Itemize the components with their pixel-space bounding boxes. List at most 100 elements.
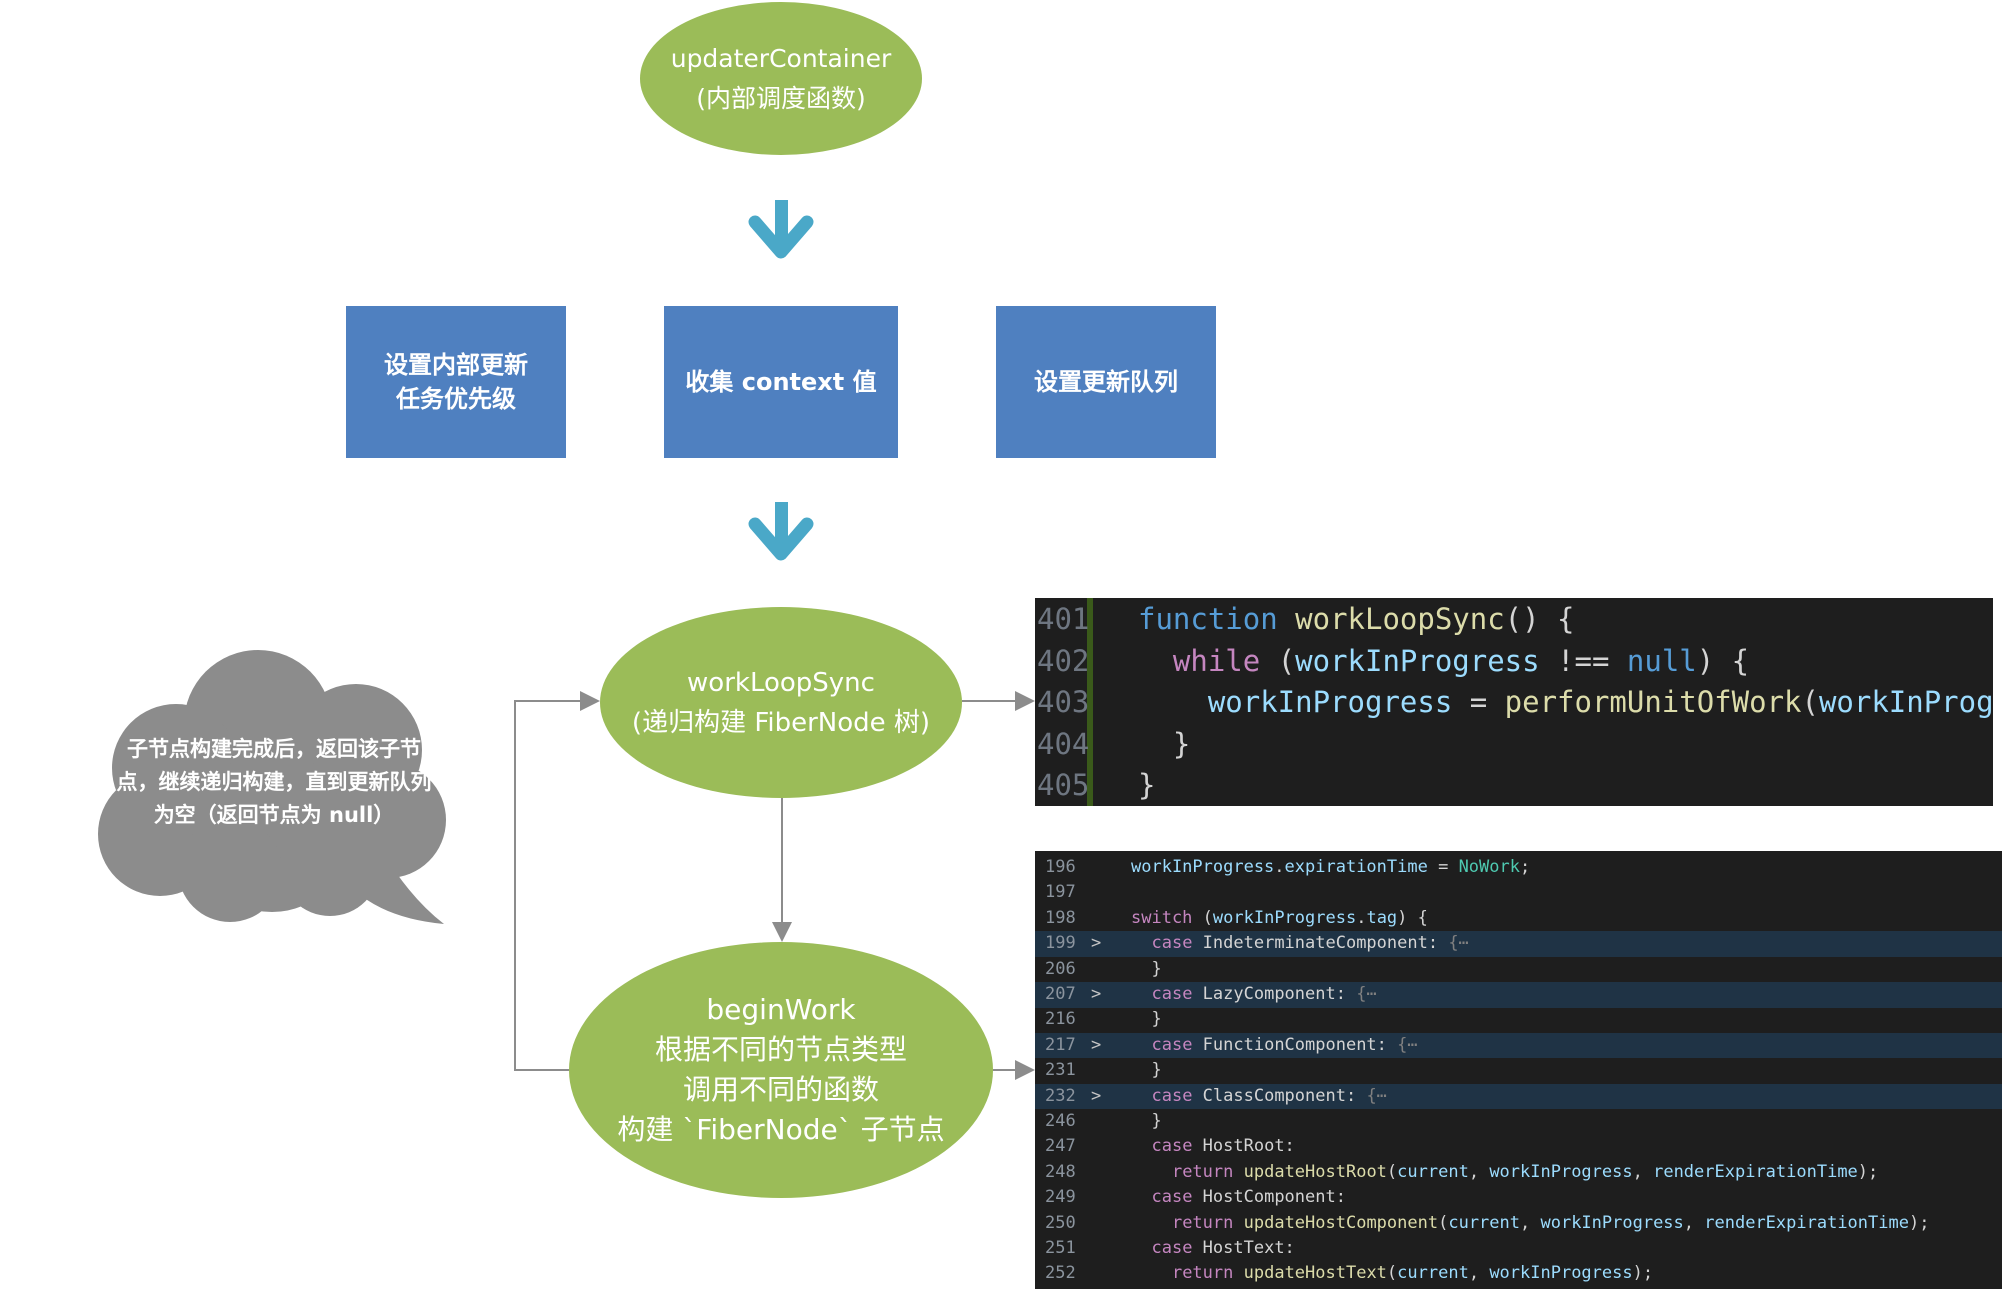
box-label: 设置更新队列 <box>1034 368 1178 396</box>
line-number: 403 <box>1037 685 1090 720</box>
fold-chevron-icon[interactable]: > <box>1091 1034 1102 1055</box>
node-line: 构建 `FiberNode` 子节点 <box>617 1113 945 1146</box>
code-text: case IndeterminateComponent: {⋯ <box>1151 933 1469 954</box>
code-text: return updateHostComponent(current, work… <box>1171 1212 1930 1233</box>
code-line: 217 > case FunctionComponent: {⋯ <box>1035 1032 2002 1059</box>
code-line: 199 > case IndeterminateComponent: {⋯ <box>1035 931 2002 957</box>
collect-context-box: 收集 context 值 <box>664 306 898 458</box>
line-number: 231 <box>1045 1060 1076 1081</box>
node-title: beginWork <box>706 993 856 1026</box>
code-text: } <box>1131 1009 1162 1030</box>
code-line: 246 } <box>1035 1109 2002 1135</box>
code-text: } <box>1138 726 1191 761</box>
code-line: 231 } <box>1035 1058 2002 1084</box>
code-text: case ClassComponent: {⋯ <box>1151 1085 1387 1106</box>
line-number: 247 <box>1045 1136 1076 1157</box>
line-number: 251 <box>1045 1238 1076 1258</box>
code-line: 403 workInProgress = performUnitOfWork(w… <box>1035 681 1993 723</box>
code-line: 251 case HostText: <box>1035 1236 2002 1262</box>
cloud-note: 子节点构建完成后，返回该子节 点，继续递归构建，直到更新队列 为空（返回节点为 … <box>96 733 452 832</box>
code-line: 232 > case ClassComponent: {⋯ <box>1035 1083 2002 1110</box>
node-subtitle: (递归构建 FiberNode 树) <box>631 707 931 738</box>
code-text: return updateHostText(current, workInPro… <box>1171 1263 1654 1284</box>
code-text: } <box>1131 1060 1162 1081</box>
line-number: 252 <box>1045 1263 1076 1284</box>
line-number: 206 <box>1045 958 1076 979</box>
work-loop-code-panel: 401 function workLoopSync() { 402 while (w… <box>1035 598 1993 806</box>
node-title: workLoopSync <box>687 667 875 698</box>
code-text: function workLoopSync() { <box>1138 602 1575 636</box>
node-subtitle: (内部调度函数) <box>696 83 866 113</box>
line-number: 249 <box>1045 1187 1076 1208</box>
line-number: 217 <box>1045 1034 1076 1055</box>
code-text: while (workInProgress !== null) { <box>1172 643 1750 678</box>
line-number: 246 <box>1045 1111 1076 1131</box>
box-label: 收集 context 值 <box>685 368 877 396</box>
code-line: 404 } <box>1035 723 1993 765</box>
begin-work-node: beginWork 根据不同的节点类型 调用不同的函数 构建 `FiberNod… <box>569 942 993 1198</box>
code-line: 207 > case LazyComponent: {⋯ <box>1035 982 2002 1008</box>
cloud-line: 为空（返回节点为 null） <box>153 803 395 827</box>
down-arrow-icon <box>748 200 814 259</box>
code-line: 198 switch (workInProgress.tag) { <box>1035 906 2002 932</box>
connector-loop-back <box>514 691 600 1071</box>
thought-cloud-shape <box>98 650 446 924</box>
line-number: 248 <box>1045 1161 1076 1182</box>
node-line: 根据不同的节点类型 <box>654 1033 907 1066</box>
down-arrow-icon <box>748 502 814 561</box>
updater-container-node: updaterContainer (内部调度函数) <box>640 2 922 155</box>
code-line: 401 function workLoopSync() { <box>1035 598 1993 640</box>
code-text: workInProgress = performUnitOfWork(workI… <box>1207 685 1993 720</box>
code-text: workInProgress.expirationTime = NoWork; <box>1131 857 1531 877</box>
code-text: } <box>1131 958 1162 979</box>
line-number: 216 <box>1045 1009 1076 1030</box>
cloud-line: 点，继续递归构建，直到更新队列 <box>116 770 432 794</box>
code-line: 402 while (workInProgress !== null) { <box>1035 640 1993 682</box>
begin-work-code-panel: 196 workInProgress.expirationTime = NoWor… <box>1035 851 2002 1289</box>
line-number: 197 <box>1045 882 1076 903</box>
code-line: 405} <box>1035 764 1993 806</box>
line-number: 207 <box>1045 984 1076 1004</box>
code-text: case HostComponent: <box>1151 1187 1346 1208</box>
line-number: 198 <box>1045 907 1076 928</box>
code-line: 250 return updateHostComponent(current, … <box>1035 1211 2002 1237</box>
line-number: 401 <box>1037 602 1090 636</box>
code-line: 252 return updateHostText(current, workI… <box>1035 1261 2002 1287</box>
code-text: case HostText: <box>1151 1238 1295 1258</box>
code-line: 247 case HostRoot: <box>1035 1134 2002 1160</box>
line-number: 196 <box>1045 857 1076 877</box>
code-text: case HostRoot: <box>1151 1136 1295 1157</box>
code-line: 248 return updateHostRoot(current, workI… <box>1035 1160 2002 1186</box>
line-number: 199 <box>1045 933 1076 954</box>
code-text: case LazyComponent: {⋯ <box>1151 984 1377 1004</box>
cloud-line: 子节点构建完成后，返回该子节 <box>127 737 421 761</box>
line-number: 250 <box>1045 1212 1076 1233</box>
box-label: 设置内部更新 <box>384 351 528 379</box>
code-text: return updateHostRoot(current, workInPro… <box>1171 1161 1879 1182</box>
code-text: } <box>1131 1111 1162 1131</box>
line-number: 232 <box>1045 1085 1076 1106</box>
code-line: 249 case HostComponent: <box>1035 1185 2002 1211</box>
fold-chevron-icon[interactable]: > <box>1091 933 1102 954</box>
set-priority-box: 设置内部更新 任务优先级 <box>346 306 566 458</box>
line-number: 405 <box>1037 768 1090 803</box>
box-label: 任务优先级 <box>396 385 516 413</box>
code-line: 196 workInProgress.expirationTime = NoWor… <box>1035 855 2002 881</box>
set-update-queue-box: 设置更新队列 <box>996 306 1216 458</box>
code-text: case FunctionComponent: {⋯ <box>1151 1034 1418 1055</box>
fold-chevron-icon[interactable]: > <box>1091 1085 1102 1106</box>
fold-chevron-icon[interactable]: > <box>1091 984 1102 1004</box>
code-line: 206 } <box>1035 957 2002 983</box>
line-number: 404 <box>1037 726 1090 761</box>
line-number: 402 <box>1037 643 1090 678</box>
code-text: } <box>1138 768 1156 803</box>
code-line: 216 } <box>1035 1007 2002 1033</box>
code-line: 197 <box>1035 880 2002 906</box>
node-title: updaterContainer <box>670 43 892 73</box>
code-text: switch (workInProgress.tag) { <box>1131 907 1428 928</box>
code-gutter-bar <box>1087 598 1093 806</box>
work-loop-sync-node: workLoopSync (递归构建 FiberNode 树) <box>600 607 962 798</box>
node-line: 调用不同的函数 <box>682 1073 879 1106</box>
